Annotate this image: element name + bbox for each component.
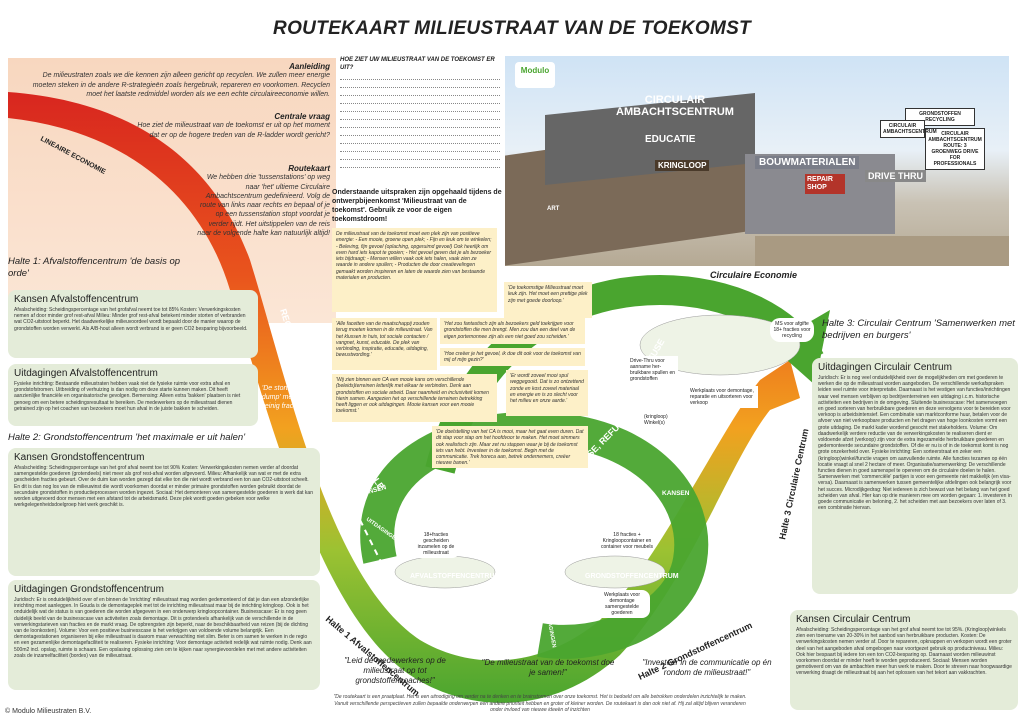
aanleiding-text: De milieustraten zoals we die kennen zij… xyxy=(32,72,330,98)
centrale-vraag-block: Centrale vraag Hoe ziet de milieustraat … xyxy=(130,112,330,140)
fracties18b-box: 18 fracties + Kringloopcontainer en cont… xyxy=(598,530,656,552)
centrale-title: Centrale vraag xyxy=(274,112,330,121)
halte3-title: Halte 3: Circulair Centrum 'Samenwerken … xyxy=(822,318,1015,341)
grond-ellipse xyxy=(564,555,666,589)
stort-label: 'De stort' /'de dump' met te weinig frac… xyxy=(259,385,305,410)
sign-bouwmaterialen: BOUWMATERIALEN xyxy=(755,156,860,169)
aanleiding-block: Aanleiding De milieustraten zoals we die… xyxy=(20,62,330,99)
sign-educatie: EDUCATIE xyxy=(645,134,696,145)
sign-art: ART xyxy=(547,206,560,212)
halte2-uitdagingen-title: Uitdagingen Grondstoffencentrum xyxy=(14,584,164,595)
quote-box: 'De toekomstige Milieustraat moet leuk z… xyxy=(504,282,592,318)
sign-repair-shop: REPAIR SHOP xyxy=(805,174,845,194)
halte2-kansen-title: Kansen Grondstoffencentrum xyxy=(14,452,145,463)
afval-center-label: AFVALSTOFFENCENTRUM xyxy=(410,573,501,580)
modulo-logo: Modulo xyxy=(515,62,555,88)
sign-ca: CIRCULAIR AMBACHTSCENTRUM xyxy=(880,120,937,138)
centrale-text: Hoe ziet de milieustraat van de toekomst… xyxy=(137,122,330,139)
routekaart-text: We hebben drie 'tussenstations' op weg n… xyxy=(197,174,330,238)
quote-box: 'Hoe creëer je het gevoel, ik doe dit oo… xyxy=(440,348,585,366)
halte3-uitdagingen-box: Uitdagingen Circulair Centrum Juridisch:… xyxy=(812,358,1018,594)
quote-box: De milieustraat van de toekomst moet een… xyxy=(332,228,497,312)
werkplaats-samengestelde-box: Werkplaats voor demontage samengestelde … xyxy=(594,590,650,618)
halte3-curve-label: Halte 3 Circulaire Centrum xyxy=(777,428,810,541)
halte1-uitdagingen-title: Uitdagingen Afvalstoffencentrum xyxy=(14,368,158,379)
footnote: "De routekaart is een praatplaat. Het is… xyxy=(333,694,747,713)
bottom-quote-1: "Leid de medewerkers op de milieustraat … xyxy=(344,656,446,685)
drive-thru-box: Drive-Thru voor aanname her-bruikbare sp… xyxy=(628,356,678,384)
repurpose-label: RE-PURPOSE, REMANUFACTURE xyxy=(460,500,607,510)
routekaart-block: Routekaart We hebben drie 'tussenstation… xyxy=(195,164,330,238)
halte2-uitdagingen-text: Juridisch: Er is onduidelijkheid over of… xyxy=(14,597,312,659)
circulaire-economie-label: Circulaire Economie xyxy=(710,270,797,280)
fracties18a-box: 18+fracties gescheiden inzamelen op de m… xyxy=(412,530,460,558)
circular-loop xyxy=(360,411,709,659)
routekaart-title: Routekaart xyxy=(288,164,330,173)
halte1-uitdagingen-text: Fysieke inrichting: Bestaande milieustra… xyxy=(14,381,241,412)
bottom-quote-2: "De milieustraat van de toekomst doe je … xyxy=(481,658,615,677)
future-ambachtscentrum-image: Modulo CIRCULAIR AMBACHTSCENTRUM EDUCATI… xyxy=(505,56,1009,266)
halte1-kansen-text: Afvalscheiding: Scheidingspercentage van… xyxy=(14,307,248,332)
sign-drive-thru: DRIVE THRU xyxy=(865,170,927,182)
halte1-kansen-title: Kansen Afvalstoffencentrum xyxy=(14,294,139,305)
halte2-uitdagingen-box: Uitdagingen Grondstoffencentrum Juridisc… xyxy=(8,580,320,690)
page-title: ROUTEKAART MILIEUSTRAAT VAN DE TOEKOMST xyxy=(273,18,751,39)
ms-voor-box: MS voor afgifte 18+ fracties voor recycl… xyxy=(770,318,814,342)
quote-box: 'Er wordt zoveel mooi spul weggegooid. D… xyxy=(506,370,588,416)
quote-box: 'Wij zien binnen een CA een mooie kans o… xyxy=(332,374,497,422)
lineaire-label: LINEAIRE ECONOMIE xyxy=(39,136,107,176)
halte3-kansen-title: Kansen Circulair Centrum xyxy=(796,614,911,625)
halte3-uitdagingen-text: Juridisch: Er is nog veel onduidelijkhei… xyxy=(818,375,1012,512)
sign-parking: CIRCULAIR AMBACHTSCENTRUM ROUTE: 3 GROEN… xyxy=(925,128,985,170)
bottom-quote-3: "Investeer in de communicatie op én rond… xyxy=(642,658,772,677)
quote-box: 'De doelstelling van het CA is mooi, maa… xyxy=(432,426,588,468)
quote-box: 'Het zou fantastisch zijn als bezoekers … xyxy=(440,318,585,344)
question-title: HOE ZIET UW MILIEUSTRAAT VAN DE TOEKOMST… xyxy=(340,57,495,71)
halte1-kansen-box: Kansen Afvalstoffencentrum Afvalscheidin… xyxy=(8,290,258,358)
halte3-kansen-text: Afvalscheiding: Scheidingspercentage van… xyxy=(796,627,1012,677)
copyright: © Modulo Milieustraten B.V. xyxy=(5,708,92,715)
kringloop-winkel-box: (kringloop) Winkel(s) xyxy=(642,412,678,428)
halte2-title: Halte 2: Grondstoffencentrum 'het maxima… xyxy=(8,432,246,443)
grond-center-label: GRONDSTOFFENCENTRUM xyxy=(585,573,679,580)
kansen2-label: KANSEN xyxy=(662,490,690,497)
recover-label: RECOVER xyxy=(278,308,301,354)
afval-ellipse xyxy=(394,555,496,589)
halte2-kansen-box: Kansen Grondstoffencentrum Afvalscheidin… xyxy=(8,448,320,576)
halte1-title: Halte 1: Afvalstoffencentrum 'de basis o… xyxy=(8,256,181,279)
halte3-uitdagingen-title: Uitdagingen Circulair Centrum xyxy=(818,362,952,373)
square-ground xyxy=(755,236,1009,266)
halte1-uitdagingen-box: Uitdagingen Afvalstoffencentrum Fysieke … xyxy=(8,364,258,426)
sign-main: CIRCULAIR AMBACHTSCENTRUM xyxy=(616,94,734,118)
halte2-kansen-text: Afvalscheiding: Scheidingspercentage van… xyxy=(14,465,313,509)
sign-kringloop: KRINGLOOP xyxy=(655,160,710,171)
question-block: HOE ZIET UW MILIEUSTRAAT VAN DE TOEKOMST… xyxy=(340,56,500,226)
werkplaats-demontage-box: Werkplaats voor demontage, reparatie en … xyxy=(688,386,758,408)
circulair-ellipse xyxy=(639,314,801,376)
uitspraken-intro: Onderstaande uitspraken zijn opgehaald t… xyxy=(332,189,502,223)
quote-box: 'Alle facetten van de maatschappij zoude… xyxy=(332,318,437,370)
aanleiding-title: Aanleiding xyxy=(289,62,330,71)
halte3-kansen-box: Kansen Circulair Centrum Afvalscheiding:… xyxy=(790,610,1018,710)
